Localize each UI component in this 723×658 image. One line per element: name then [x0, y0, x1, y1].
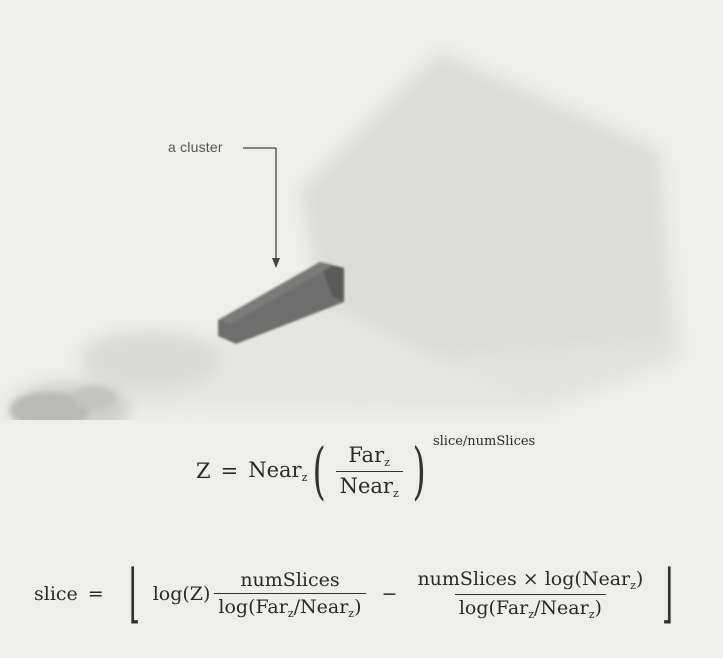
cluster-arrow — [243, 147, 280, 268]
eq1-exponent: slice/numSlices — [432, 434, 536, 449]
eq2-minus: − — [381, 583, 398, 605]
eq2-left-floor: ⌊ — [128, 557, 140, 631]
cluster-label: a cluster — [168, 139, 223, 155]
depth-equation: Z = Nearz ( Farz Nearz ) slice/numSlices — [196, 434, 535, 507]
eq2-equals: = — [87, 583, 104, 605]
camera-icon — [10, 386, 117, 420]
eq1-equals: = — [220, 459, 239, 483]
eq1-fraction: Farz Nearz — [335, 442, 403, 500]
eq2-log-z: log(Z) — [152, 583, 211, 605]
cluster-block — [218, 262, 344, 344]
eq1-lhs: Z — [196, 459, 211, 483]
eq2-fraction-2: numSlices × log(Nearz) log(Farz/Nearz) — [413, 568, 647, 621]
eq2-lhs: slice — [34, 583, 78, 605]
slice-equation: slice = ⌊ log(Z) numSlices log(Farz/Near… — [34, 562, 680, 626]
eq1-near: Nearz — [248, 458, 308, 484]
eq2-fraction-1: numSlices log(Farz/Nearz) — [214, 568, 366, 620]
eq2-fraction-1-den: log(Farz/Nearz) — [214, 592, 366, 620]
eq2-right-floor: ⌋ — [662, 557, 674, 631]
eq2-fraction-1-num: numSlices — [240, 568, 340, 591]
cluster-frustum-figure — [10, 52, 680, 420]
eq1-right-paren: ) — [412, 434, 426, 507]
eq2-fraction-2-num: numSlices × log(Nearz) — [417, 567, 644, 592]
eq1-left-paren: ( — [312, 434, 327, 507]
eq1-fraction-num: Farz — [348, 442, 390, 469]
eq2-fraction-2-den: log(Farz/Nearz) — [454, 593, 606, 621]
eq1-fraction-den: Nearz — [335, 470, 403, 500]
